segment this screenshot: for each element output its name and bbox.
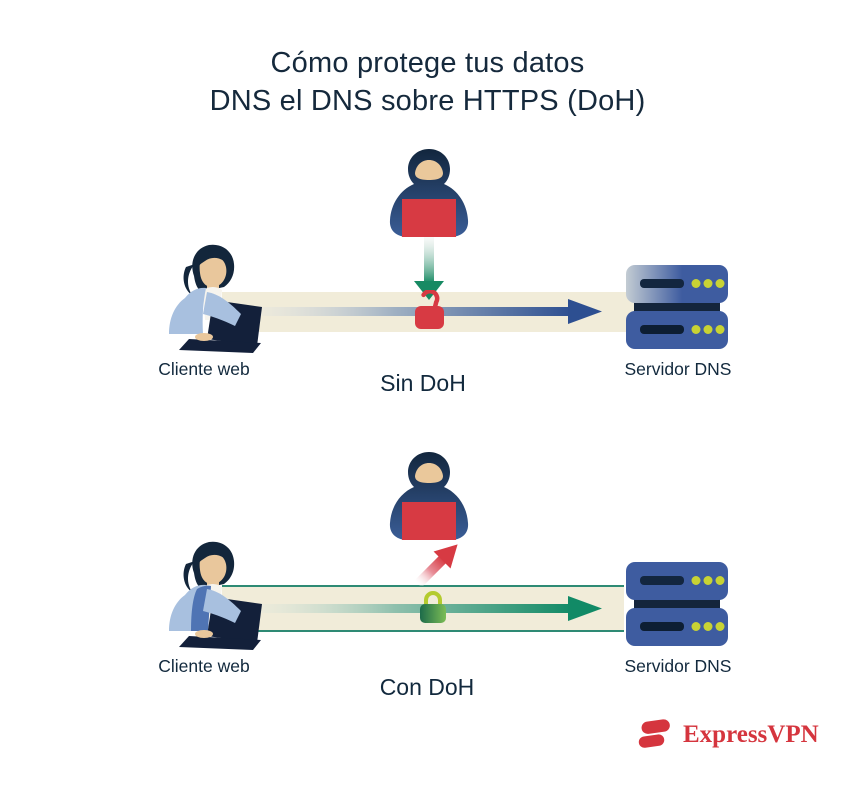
logo-bar-bottom bbox=[638, 734, 665, 748]
client-arm bbox=[203, 589, 241, 623]
hacker-laptop bbox=[402, 502, 456, 540]
dns-server-icon bbox=[626, 562, 728, 646]
title-line-2: DNS el DNS sobre HTTPS (DoH) bbox=[209, 85, 646, 117]
title-line-1: Cómo protege tus datos bbox=[270, 47, 585, 79]
client-face bbox=[199, 254, 227, 288]
web-client-icon bbox=[169, 244, 262, 353]
brand-logo: ExpressVPN bbox=[634, 717, 819, 753]
arrow-shaft bbox=[414, 555, 447, 586]
client-jacket bbox=[169, 287, 206, 334]
client-label-sin-doh: Cliente web bbox=[158, 359, 250, 379]
encrypted-query-arrow-icon bbox=[250, 596, 602, 621]
server-led bbox=[715, 576, 725, 585]
server-led bbox=[691, 622, 701, 631]
server-label-sin-doh: Servidor DNS bbox=[624, 359, 732, 379]
client-hair-lock bbox=[183, 264, 195, 295]
logo-bar-top bbox=[641, 719, 670, 734]
client-hand bbox=[195, 630, 213, 638]
padlock-shackle-open bbox=[421, 290, 440, 310]
expressvpn-logo-icon bbox=[638, 719, 670, 748]
server-led bbox=[715, 325, 725, 334]
client-hand bbox=[195, 333, 213, 341]
hacker-laptop bbox=[402, 199, 456, 237]
server-slot bbox=[640, 576, 684, 585]
hacker-icon bbox=[389, 149, 469, 237]
server-label-con-doh: Servidor DNS bbox=[624, 656, 732, 676]
client-face bbox=[199, 551, 227, 585]
server-led bbox=[715, 279, 725, 288]
caption-con-doh: Con DoH bbox=[379, 674, 475, 700]
hacker-face bbox=[415, 160, 443, 180]
dns-query-arrow-icon bbox=[250, 299, 602, 324]
brand-name: ExpressVPN bbox=[683, 721, 819, 748]
padlock-body bbox=[420, 604, 446, 623]
server-led bbox=[703, 279, 713, 288]
server-slot bbox=[640, 325, 684, 334]
padlock-shackle-closed bbox=[424, 591, 442, 606]
server-led bbox=[703, 576, 713, 585]
client-laptop-base bbox=[179, 636, 261, 650]
server-led bbox=[703, 325, 713, 334]
client-hair-fringe bbox=[199, 250, 231, 268]
blocked-interception-arrow-icon bbox=[414, 544, 458, 586]
client-label-con-doh: Cliente web bbox=[158, 656, 250, 676]
server-led bbox=[691, 576, 701, 585]
client-hair-fringe bbox=[199, 547, 231, 565]
arrow-shaft bbox=[250, 307, 572, 316]
web-client-icon bbox=[169, 541, 262, 650]
arrow-head bbox=[568, 299, 602, 324]
arrow-head bbox=[568, 596, 602, 621]
server-led bbox=[715, 622, 725, 631]
dns-server-icon bbox=[626, 265, 728, 349]
padlock-body bbox=[415, 306, 444, 329]
hacker-icon bbox=[389, 452, 469, 540]
client-laptop-base bbox=[179, 339, 261, 353]
client-arm bbox=[203, 292, 241, 326]
arrow-shaft bbox=[250, 604, 572, 613]
page-title: Cómo protege tus datos DNS el DNS sobre … bbox=[0, 44, 855, 120]
closed-padlock-icon bbox=[420, 591, 446, 623]
arrow-head bbox=[433, 544, 458, 569]
server-led bbox=[691, 279, 701, 288]
server-slot bbox=[640, 279, 684, 288]
caption-sin-doh: Sin DoH bbox=[380, 370, 466, 396]
hacker-face bbox=[415, 463, 443, 483]
open-padlock-icon bbox=[415, 290, 444, 329]
server-slot bbox=[640, 622, 684, 631]
server-led bbox=[703, 622, 713, 631]
server-led bbox=[691, 325, 701, 334]
arrow-shaft bbox=[424, 237, 434, 283]
client-hair-lock bbox=[183, 561, 195, 592]
